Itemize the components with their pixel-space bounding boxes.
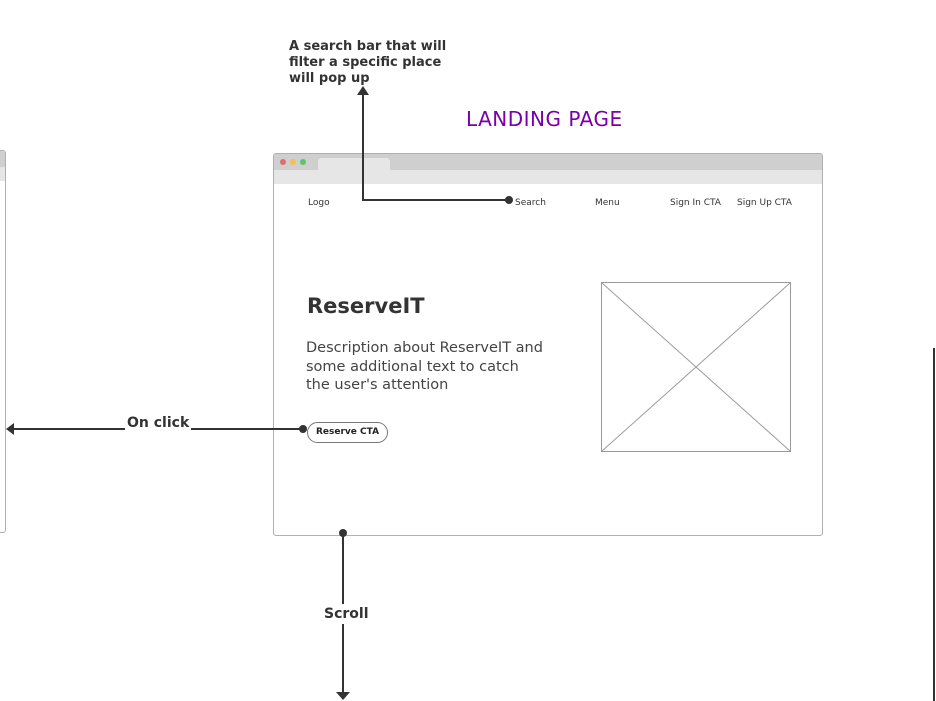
onclick-connector-dot <box>299 425 307 433</box>
scroll-connector-dot <box>339 529 347 537</box>
nav-logo[interactable]: Logo <box>308 198 330 208</box>
image-placeholder <box>601 282 791 452</box>
browser-address-bar <box>274 170 822 184</box>
reserve-cta-button[interactable]: Reserve CTA <box>307 422 389 443</box>
nav-sign-up[interactable]: Sign Up CTA <box>737 198 792 208</box>
search-arrowhead <box>357 86 369 95</box>
browser-tab-bar <box>274 154 822 170</box>
onclick-arrowhead <box>6 423 14 435</box>
nav-sign-in[interactable]: Sign In CTA <box>670 198 721 208</box>
search-connector-dot <box>505 196 513 204</box>
hero-description: Description about ReserveIT and some add… <box>306 340 543 393</box>
hero-title: ReserveIT <box>307 294 425 318</box>
nav-search[interactable]: Search <box>515 198 546 208</box>
window-close-icon[interactable] <box>280 159 286 165</box>
onclick-label: On click <box>125 415 192 431</box>
window-minimize-icon[interactable] <box>290 159 296 165</box>
page-title: LANDING PAGE <box>466 107 623 131</box>
landing-page-wireframe: Logo Search Menu Sign In CTA Sign Up CTA… <box>273 153 823 536</box>
search-annotation: A search bar that will filter a specific… <box>289 39 447 86</box>
search-connector <box>362 92 509 201</box>
browser-tab[interactable] <box>318 158 390 171</box>
nav-menu[interactable]: Menu <box>595 198 620 208</box>
scroll-label: Scroll <box>322 604 371 624</box>
scroll-arrowhead <box>336 692 350 700</box>
adjacent-screen-frame <box>0 150 6 533</box>
window-maximize-icon[interactable] <box>300 159 306 165</box>
adjacent-screen-edge <box>933 348 935 701</box>
